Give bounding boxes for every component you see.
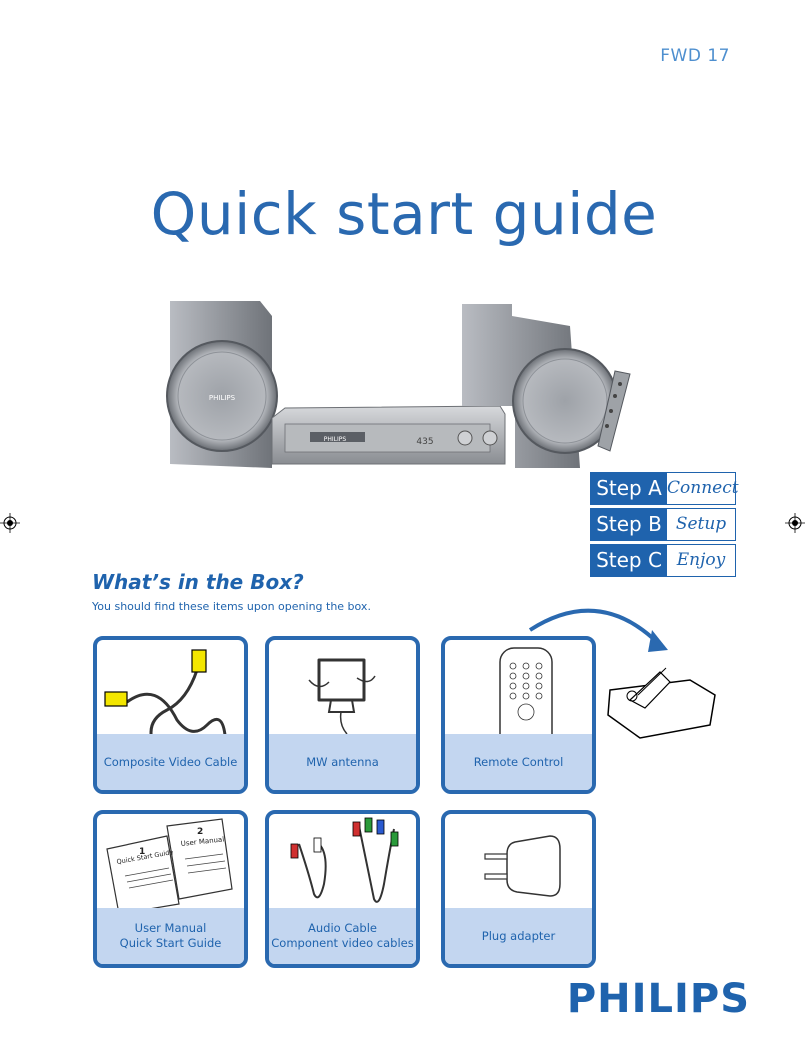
item-label: Remote Control bbox=[445, 734, 592, 790]
registration-mark-left bbox=[0, 513, 20, 533]
video-cable-icon bbox=[104, 649, 227, 734]
hero-remote bbox=[597, 370, 631, 452]
item-label: Audio Cable Component video cables bbox=[269, 908, 416, 964]
arrow-icon bbox=[648, 630, 668, 652]
item-card-video-cable: Composite Video Cable bbox=[93, 636, 248, 794]
philips-logo: PHILIPS bbox=[566, 976, 750, 1022]
item-card-manual: 1 Quick Start Guide 2 User Manual User M… bbox=[93, 810, 248, 968]
item-label: MW antenna bbox=[269, 734, 416, 790]
antenna-icon bbox=[308, 658, 376, 734]
step-c: Step C Enjoy bbox=[590, 544, 736, 577]
step-b: Step B Setup bbox=[590, 508, 736, 541]
step-a-action: Connect bbox=[667, 473, 739, 504]
plug-adapter-icon bbox=[484, 835, 561, 897]
unit-brand: PHILIPS bbox=[324, 436, 347, 443]
audio-cable-icon bbox=[290, 817, 399, 903]
manual-icon: 1 Quick Start Guide 2 User Manual bbox=[106, 818, 233, 908]
left-speaker: PHILIPS bbox=[166, 301, 278, 468]
registration-mark-right bbox=[785, 513, 805, 533]
left-speaker-brand: PHILIPS bbox=[209, 394, 236, 402]
step-a-label: Step A bbox=[591, 473, 667, 504]
page-title: Quick start guide bbox=[150, 180, 658, 248]
step-c-label: Step C bbox=[591, 545, 667, 576]
item-card-antenna: MW antenna bbox=[265, 636, 420, 794]
right-speaker bbox=[462, 304, 618, 468]
item-card-audio-cable: Audio Cable Component video cables bbox=[265, 810, 420, 968]
step-b-label: Step B bbox=[591, 509, 667, 540]
step-c-action: Enjoy bbox=[667, 545, 735, 576]
section-subtitle: You should find these items upon opening… bbox=[92, 600, 371, 613]
item-label: Plug adapter bbox=[445, 908, 592, 964]
item-card-remote: Remote Control bbox=[441, 636, 596, 794]
battery-insert-illustration bbox=[528, 608, 716, 739]
section-title: What’s in the Box? bbox=[92, 570, 304, 594]
item-label: Composite Video Cable bbox=[97, 734, 244, 790]
product-illustration: PHILIPS PHILIPS 435 bbox=[166, 301, 631, 468]
item-label: User Manual Quick Start Guide bbox=[97, 908, 244, 964]
step-a: Step A Connect bbox=[590, 472, 739, 505]
remote-icon bbox=[499, 647, 553, 734]
model-number: FWD 17 bbox=[660, 46, 730, 66]
item-card-plug-adapter: Plug adapter bbox=[441, 810, 596, 968]
manual-number-1: 1 bbox=[139, 847, 145, 857]
main-unit: PHILIPS 435 bbox=[271, 405, 506, 465]
manual-number-2: 2 bbox=[197, 827, 203, 837]
unit-display: 435 bbox=[416, 437, 433, 447]
step-b-action: Setup bbox=[667, 509, 735, 540]
